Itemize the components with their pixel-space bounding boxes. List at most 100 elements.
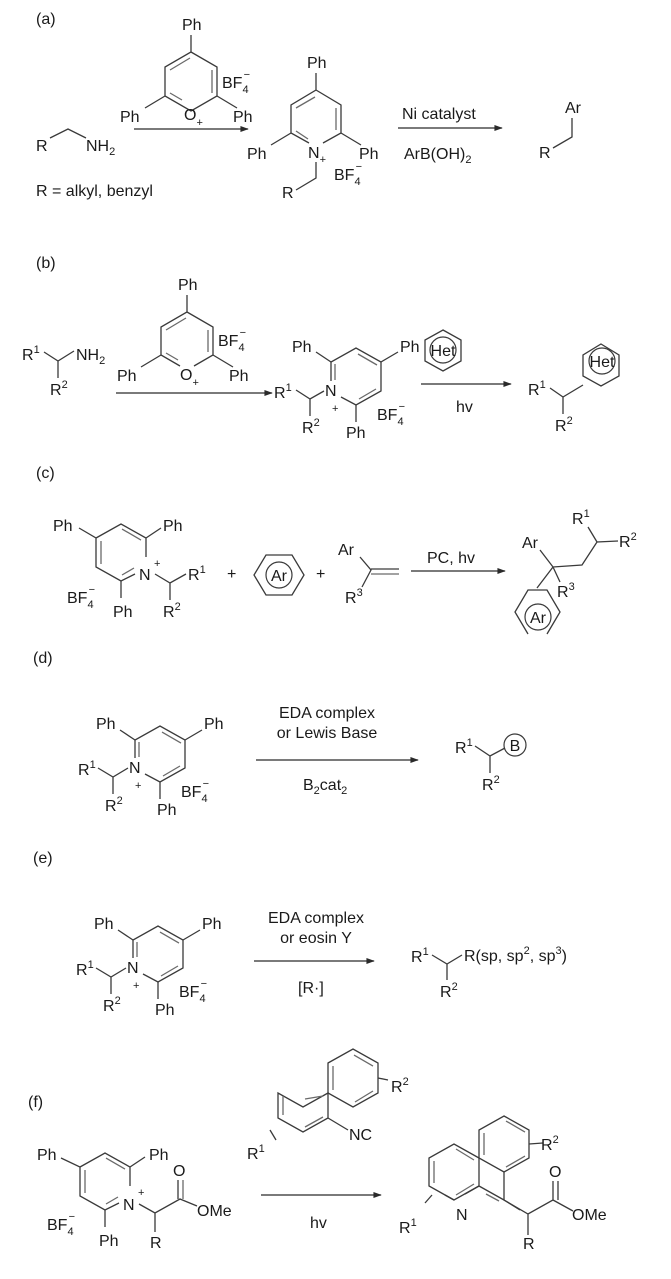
reaction-conditions-below: B2cat2 [303, 777, 347, 797]
heteroarene-reagent: Het [424, 329, 462, 372]
panel-f: (f) Ph Ph N + O OMe R Ph BF4− R2 [28, 1048, 607, 1253]
phenyl-label: Ph [307, 55, 327, 72]
counterion-label: BF4− [47, 1211, 75, 1238]
phenyl-label: Ph [117, 368, 137, 385]
counterion-label: BF4− [67, 584, 95, 611]
reaction-conditions-below: hv [310, 1215, 327, 1232]
charge-label: + [138, 1187, 144, 1199]
pyridinium-n-label: N [325, 383, 337, 400]
product-phenanthridine: N O OMe R R2 R1 [399, 1115, 607, 1253]
phenyl-label: Ph [202, 916, 222, 933]
oxygen-label: O [549, 1164, 561, 1181]
r2-label: R2 [391, 1076, 409, 1096]
pyridinium-n-label: N [139, 567, 151, 584]
r2-label: R2 [105, 795, 123, 815]
r2-label: R2 [482, 774, 500, 794]
phenyl-label: Ph [37, 1147, 57, 1164]
panel-label: (e) [33, 850, 53, 867]
phenyl-label: Ph [359, 146, 379, 163]
pyridinium-salt: R1 R2 N + Ph Ph Ph BF4− [76, 916, 222, 1019]
charge-label: + [135, 780, 141, 792]
panel-b: (b) R1 NH2 R2 Ph Ph Ph O+ BF4− R1 R2 N + [22, 255, 620, 442]
r-group-label: R [282, 185, 294, 202]
panel-label: (f) [28, 1094, 43, 1111]
panel-label: (a) [36, 11, 56, 28]
panel-d: (d) R1 R2 N + Ph Ph Ph BF4− EDA complex … [33, 650, 527, 819]
panel-c: (c) Ph Ph N + R1 R2 Ph BF4− + Ar + Ar [36, 465, 637, 635]
phenyl-label: Ph [178, 277, 198, 294]
aryl-label: Ar [522, 535, 539, 552]
phenyl-label: Ph [229, 368, 249, 385]
phenyl-label: Ph [247, 146, 267, 163]
phenyl-label: Ph [94, 916, 114, 933]
pyridinium-salt: Ph Ph N + O OMe R Ph BF4− [37, 1147, 232, 1252]
counterion-label: BF4− [222, 69, 250, 96]
r2-label: R2 [50, 379, 68, 399]
product-arylated: Ar R [539, 100, 582, 162]
phenyl-label: Ph [149, 1147, 169, 1164]
pyridinium-n-label: N+ [308, 145, 326, 166]
r1-label: R1 [399, 1217, 417, 1237]
arene-reagent: Ar [253, 554, 305, 596]
amine-label: NH2 [76, 347, 105, 367]
phenyl-label: Ph [157, 802, 177, 819]
pyridinium-intermediate: R1 R2 N + Ph Ph Ph BF4− [274, 339, 420, 442]
substrate-amine: R1 NH2 R2 [22, 344, 105, 399]
r1-label: R1 [78, 759, 96, 779]
phenyl-label: Ph [99, 1233, 119, 1250]
alkene-reagent: Ar R3 [338, 542, 399, 607]
counterion-label: BF4− [218, 327, 246, 354]
product-carboarylated: Ar R1 R2 R3 Ar [514, 508, 637, 635]
substituent-note: R = alkyl, benzyl [36, 183, 153, 200]
phenyl-label: Ph [120, 109, 140, 126]
substrate-amine: R NH2 R = alkyl, benzyl [36, 128, 153, 200]
phenyl-label: Ph [400, 339, 420, 356]
phenyl-label: Ph [292, 339, 312, 356]
product-heteroarylated: R1 Het R2 [528, 343, 620, 435]
amine-label: NH2 [86, 138, 115, 158]
pyridinium-intermediate: Ph Ph Ph N+ R BF4− [247, 55, 379, 202]
phenyl-label: Ph [163, 518, 183, 535]
pyridinium-n-label: N [127, 960, 139, 977]
counterion-label: BF4− [179, 978, 207, 1005]
r2-label: R2 [302, 417, 320, 437]
aryl-label: Ar [338, 542, 355, 559]
r2-label: R2 [541, 1134, 559, 1154]
product-boronate: R1 B R2 [455, 733, 527, 794]
aryl-label: Ar [565, 100, 582, 117]
r3-label: R3 [557, 581, 575, 601]
panel-label: (d) [33, 650, 53, 667]
ester-label: OMe [197, 1203, 232, 1220]
counterion-label: BF4− [334, 161, 362, 188]
r1-label: R1 [22, 344, 40, 364]
reaction-conditions-above: Ni catalyst [402, 106, 476, 123]
r-group-label: R [539, 145, 551, 162]
boron-label: B [510, 738, 521, 755]
ar-label: Ar [271, 568, 288, 585]
panel-label: (c) [36, 465, 55, 482]
charge-label: + [332, 403, 338, 415]
het-label: Het [590, 354, 615, 371]
phenyl-label: Ph [233, 109, 253, 126]
nitrogen-label: N [456, 1207, 468, 1224]
phenyl-label: Ph [96, 716, 116, 733]
reaction-conditions-above: EDA complex [268, 910, 364, 927]
r1-label: R1 [188, 564, 206, 584]
reaction-conditions-above: EDA complex [279, 705, 375, 722]
phenyl-label: Ph [346, 425, 366, 442]
phenyl-label: Ph [53, 518, 73, 535]
pyridinium-n-label: N [129, 760, 141, 777]
product-coupled: R1 R(sp, sp2, sp3) R2 [411, 945, 567, 1001]
phenyl-label: Ph [204, 716, 224, 733]
charge-label: + [154, 558, 160, 570]
r-group-label: R [150, 1235, 162, 1252]
pyridinium-salt: R1 R2 N + Ph Ph Ph BF4− [78, 716, 224, 819]
reaction-conditions-above: or eosin Y [280, 930, 352, 947]
r1-label: R1 [76, 959, 94, 979]
counterion-label: BF4− [181, 778, 209, 805]
plus-sign: + [316, 566, 325, 583]
pyridinium-salt: Ph Ph N + R1 R2 Ph BF4− [53, 518, 206, 621]
r1-label: R1 [455, 737, 473, 757]
phenyl-label: Ph [155, 1002, 175, 1019]
ester-label: OMe [572, 1207, 607, 1224]
